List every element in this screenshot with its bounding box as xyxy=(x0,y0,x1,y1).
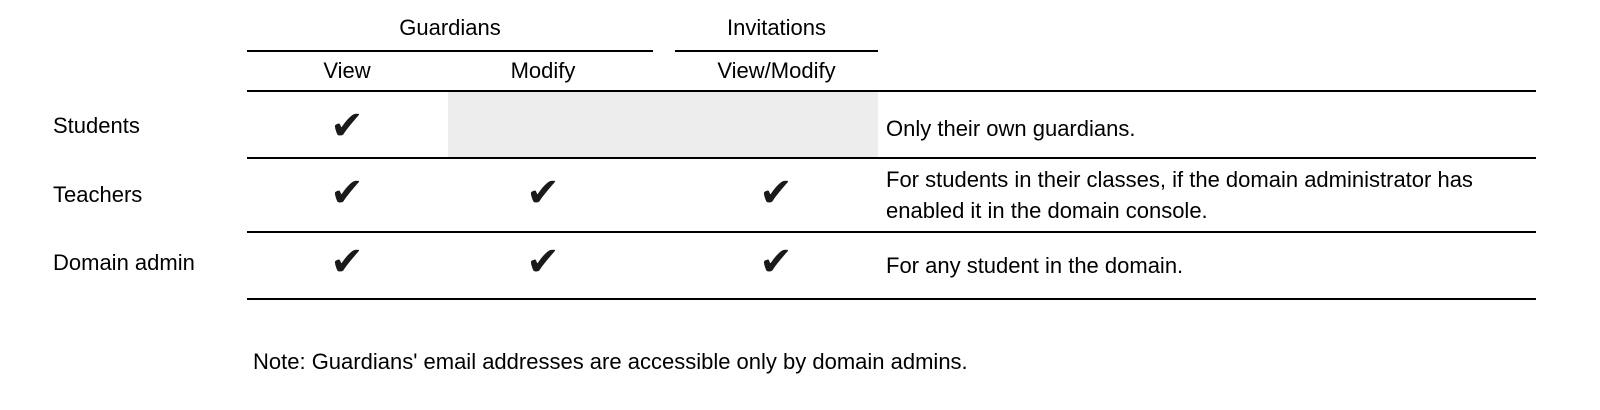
table-rule-after-teachers xyxy=(247,231,1536,233)
row-label-teachers: Teachers xyxy=(53,182,143,207)
footnote: Note: Guardians' email addresses are acc… xyxy=(253,349,968,374)
check-icon: ✔ xyxy=(526,239,560,285)
column-header-modify: Modify xyxy=(510,58,576,83)
row-note-teachers: For students in their classes, if the do… xyxy=(886,167,1473,223)
row-label-students: Students xyxy=(53,113,140,138)
check-icon: ✔ xyxy=(526,170,560,216)
check-icon: ✔ xyxy=(759,170,793,216)
row-note-domain-admin: For any student in the domain. xyxy=(886,253,1184,278)
column-header-view: View xyxy=(323,58,371,83)
check-icon: ✔ xyxy=(330,103,364,149)
guardians-group-underline xyxy=(247,50,653,52)
row-label-domain-admin: Domain admin xyxy=(53,250,195,275)
table-rule-header-bottom xyxy=(247,90,1536,92)
group-header-invitations: Invitations xyxy=(726,15,827,40)
table-rule-bottom xyxy=(247,298,1536,300)
check-icon: ✔ xyxy=(759,239,793,285)
check-icon: ✔ xyxy=(330,170,364,216)
table-rule-after-students xyxy=(247,157,1536,159)
invitations-group-underline xyxy=(675,50,878,52)
group-header-guardians: Guardians xyxy=(399,15,501,40)
check-icon: ✔ xyxy=(330,239,364,285)
row-note-students: Only their own guardians. xyxy=(886,116,1136,141)
column-header-view-modify: View/Modify xyxy=(717,58,836,83)
students-disabled-cells xyxy=(448,92,878,157)
